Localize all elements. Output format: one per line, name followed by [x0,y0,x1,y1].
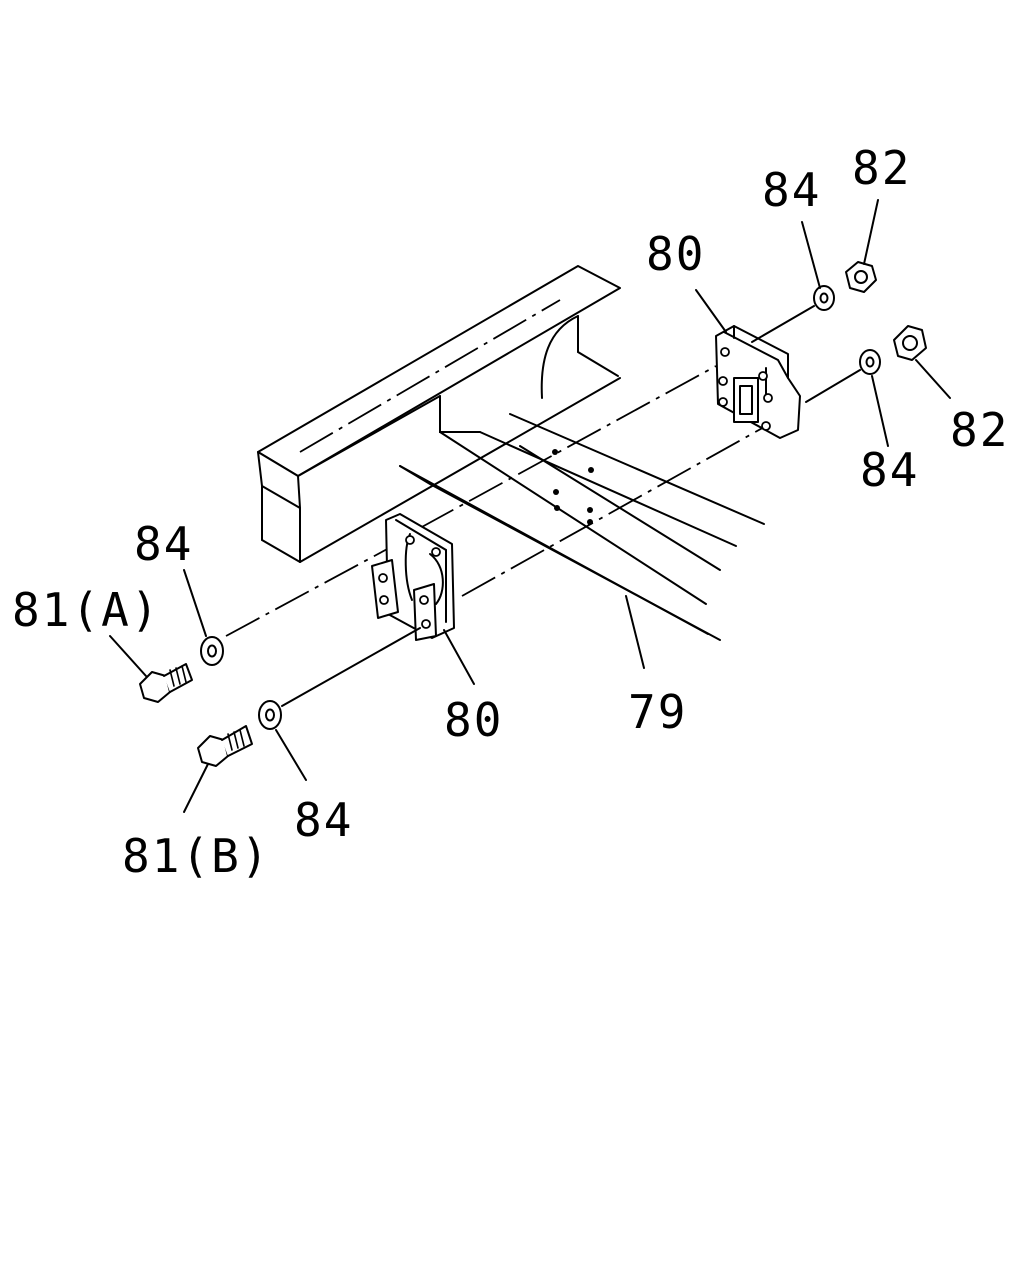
washer-84-bottom [258,700,282,730]
callout-84-top: 84 [762,163,821,217]
washer-84-left [200,636,224,666]
cross-member [399,413,765,641]
callout-81a: 81(A) [12,583,160,637]
callout-81b: 81(B) [122,829,270,883]
leader-lines [109,199,951,813]
bolt-81b [197,725,253,767]
nut-82-top [845,261,877,293]
lower-bracket [371,513,455,641]
callout-82-right: 82 [950,403,1009,457]
nut-82-right [893,325,927,361]
callout-82-top: 82 [852,141,911,195]
callout-labels: 79 80 80 81(A) 81(B) 82 82 84 84 84 84 [12,141,1009,883]
callout-84-bottom: 84 [294,793,353,847]
callout-84-left: 84 [134,517,193,571]
washer-84-right [859,349,881,375]
callout-80-upper: 80 [646,227,705,281]
assembly-centerlines [225,299,767,637]
callout-84-right: 84 [860,443,919,497]
washer-84-top [813,285,835,311]
bolt-81a [139,663,193,703]
callout-80-lower: 80 [444,693,503,747]
upper-bracket [715,325,801,439]
callout-79: 79 [628,685,687,739]
